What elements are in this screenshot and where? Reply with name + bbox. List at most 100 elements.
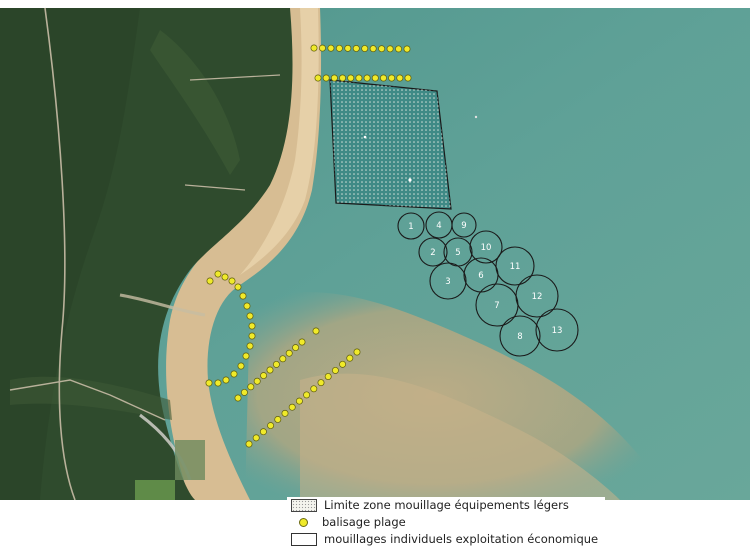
beach-buoy — [335, 44, 343, 52]
mooring-number: 7 — [494, 301, 499, 311]
beach-buoy — [245, 440, 253, 448]
mooring-number: 12 — [532, 292, 543, 302]
mooring-ring — [495, 246, 535, 286]
beach-buoy — [206, 277, 214, 285]
beach-buoy — [240, 388, 248, 396]
beach-buoy — [228, 277, 236, 285]
beach-buoy — [259, 428, 267, 436]
mooring-number: 4 — [436, 221, 441, 231]
beach-buoy — [243, 302, 251, 310]
beach-buoy — [214, 270, 222, 278]
forest-road — [44, 7, 76, 501]
beach-buoy — [288, 403, 296, 411]
mooring-number: 11 — [510, 262, 521, 272]
beach-buoy — [272, 360, 280, 368]
beach-buoy — [230, 370, 238, 378]
legend-item-buoy: balisage plage — [291, 514, 406, 530]
mooring-ring — [397, 212, 425, 240]
beach-buoy — [339, 74, 346, 82]
mooring-number: 2 — [430, 248, 435, 258]
beach-buoy — [205, 379, 213, 387]
beach-buoy — [403, 45, 411, 53]
mooring-number: 10 — [481, 243, 492, 253]
beach-buoy — [234, 283, 242, 291]
beach-buoy — [266, 366, 274, 374]
beach-buoys — [205, 44, 412, 448]
beach-buoy — [396, 74, 404, 82]
beach-buoy — [352, 45, 360, 52]
beach-buoy — [380, 74, 387, 82]
beach-buoy — [322, 74, 330, 82]
mooring-ring — [515, 274, 559, 318]
mooring-ring — [451, 212, 477, 238]
beach-buoy — [279, 355, 287, 363]
beach-buoy — [248, 332, 256, 340]
beach-sand — [166, 8, 322, 500]
beach-buoy — [247, 383, 255, 391]
beach-buoy — [327, 44, 335, 52]
mooring-circle-12: 12 — [515, 274, 559, 318]
mooring-ring — [418, 237, 448, 267]
mooring-ring — [535, 308, 579, 352]
beach-buoy — [386, 45, 394, 53]
mooring-circle-9: 9 — [451, 212, 477, 238]
beach-buoy — [339, 360, 347, 368]
mooring-ring — [429, 262, 467, 300]
beach-buoy — [246, 342, 254, 350]
beach-buoy — [324, 373, 332, 380]
mooring-number: 1 — [408, 222, 413, 232]
beach-buoy — [214, 379, 222, 387]
beach-buoy — [317, 379, 325, 387]
mooring-circle-8: 8 — [499, 315, 541, 357]
beach-buoy — [295, 397, 303, 405]
beach-buoy — [222, 376, 230, 384]
legend-zone-label: Limite zone mouillage équipements légers — [324, 498, 569, 512]
mooring-circle-10: 10 — [469, 230, 503, 264]
beach-buoy — [239, 292, 247, 300]
mooring-circle-11: 11 — [495, 246, 535, 286]
yellow-dot-icon — [298, 517, 308, 527]
beach-buoy — [404, 74, 412, 82]
beach-buoy — [319, 44, 326, 52]
beach-buoy — [303, 391, 311, 399]
beach-buoy — [253, 377, 261, 385]
beach-buoy — [344, 44, 352, 52]
mooring-ring — [469, 230, 503, 264]
map-legend: Limite zone mouillage équipements légers… — [287, 497, 605, 560]
mooring-number: 3 — [445, 277, 450, 287]
mooring-number: 13 — [552, 326, 563, 336]
hatched-area-icon — [291, 498, 317, 512]
legend-item-mooring: mouillages individuels exploitation écon… — [291, 531, 598, 547]
beach-buoy — [369, 45, 377, 53]
beach-buoy — [331, 366, 339, 374]
beach-buoy — [292, 344, 300, 352]
mooring-number: 8 — [517, 332, 522, 342]
beach-buoy — [312, 327, 320, 335]
legend-buoy-label: balisage plage — [322, 515, 406, 529]
mooring-circle-13: 13 — [535, 308, 579, 352]
mooring-circle-3: 3 — [429, 262, 467, 300]
beach-buoy — [310, 44, 318, 52]
beach-buoy — [260, 372, 268, 380]
beach-buoy — [252, 434, 260, 442]
beach-buoy — [353, 348, 361, 356]
beach-buoy — [310, 385, 318, 393]
mooring-number: 6 — [478, 271, 483, 281]
mooring-circle-1: 1 — [397, 212, 425, 240]
mooring-circle-2: 2 — [418, 237, 448, 267]
beach-buoy — [246, 312, 254, 320]
beach-buoy — [363, 74, 371, 82]
beach-buoy — [378, 45, 386, 53]
beach-buoy — [371, 74, 379, 82]
beach-buoy — [298, 338, 306, 346]
beach-buoy — [314, 74, 322, 82]
mooring-number: 5 — [455, 248, 460, 258]
beach-buoy — [347, 74, 355, 82]
beach-buoy — [285, 349, 293, 357]
beach-buoy — [237, 362, 245, 370]
outline-box-icon — [291, 532, 317, 546]
beach-buoy — [274, 416, 282, 423]
beach-buoy — [281, 409, 289, 417]
